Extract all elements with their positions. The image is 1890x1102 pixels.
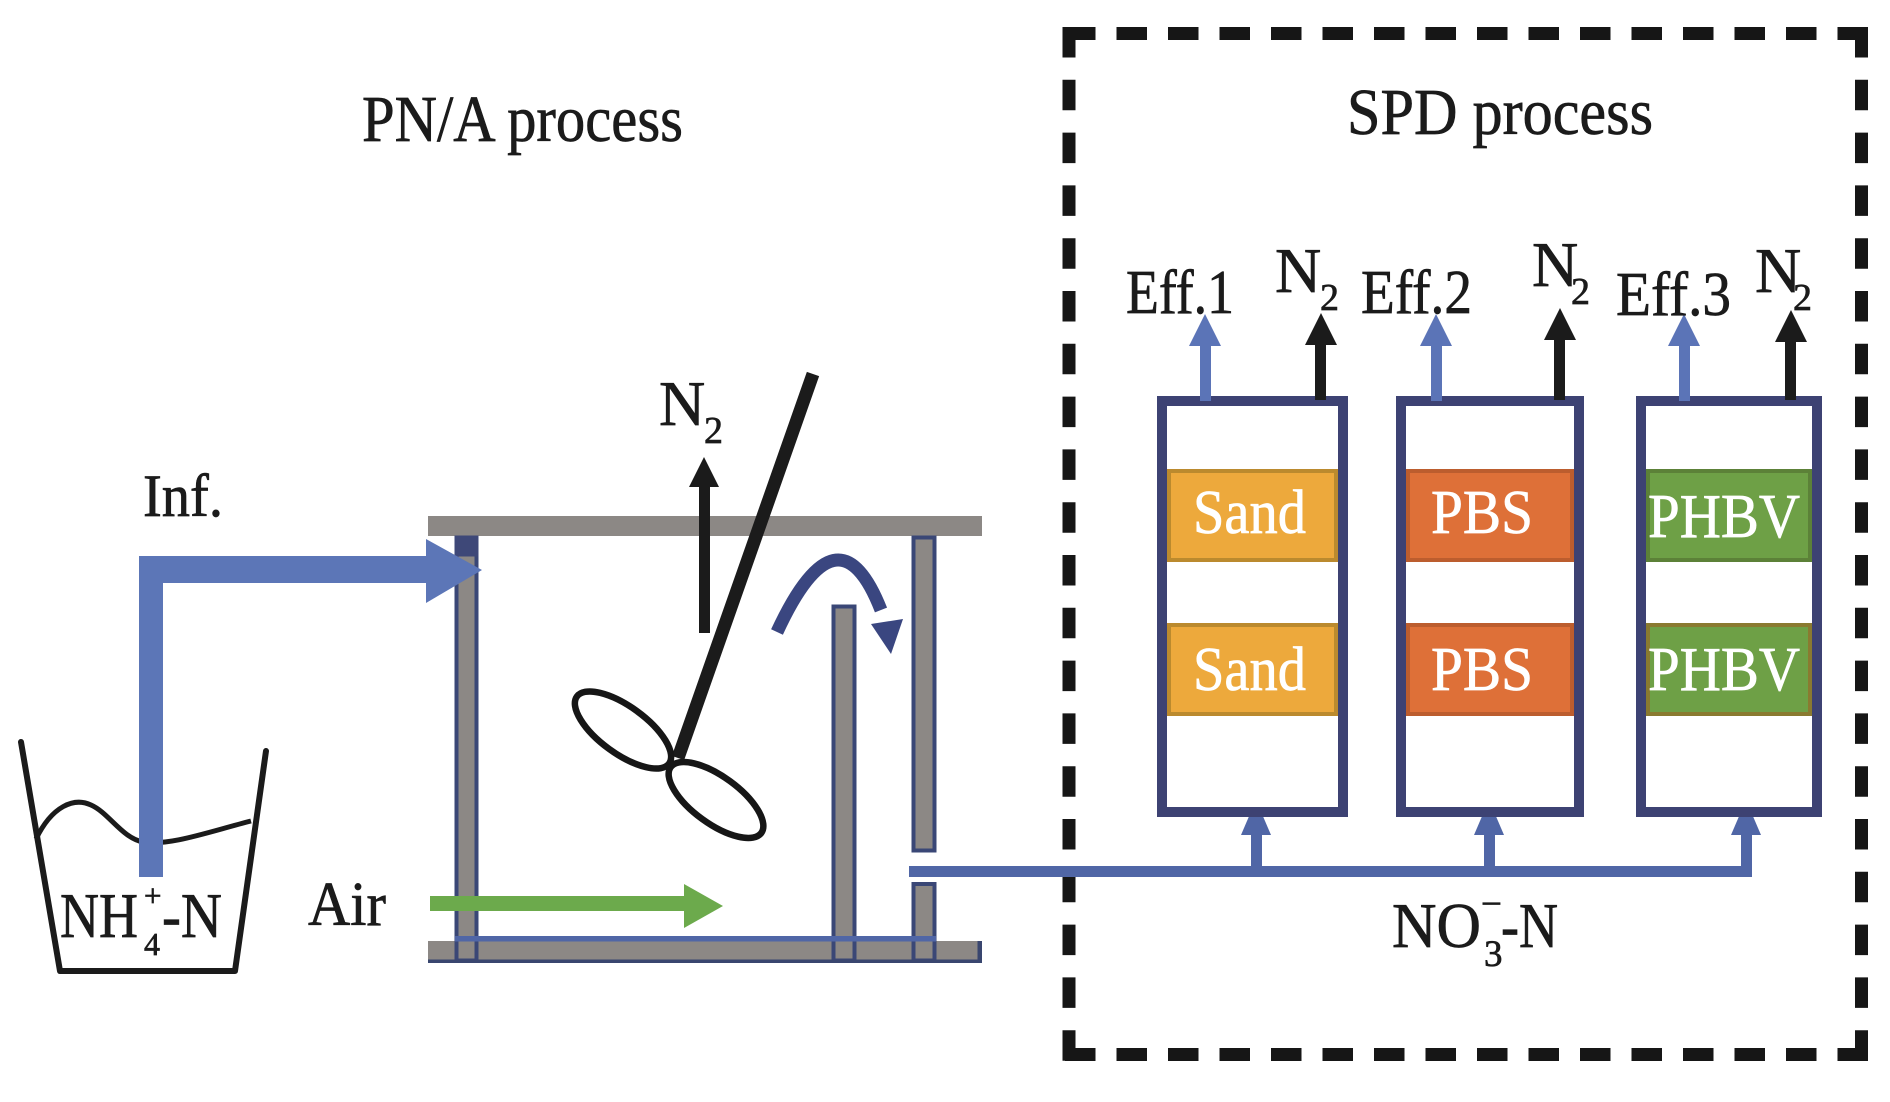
svg-text:Eff.2: Eff.2 [1361, 259, 1472, 327]
svg-text:Inf.: Inf. [143, 463, 223, 529]
svg-text:PHBV: PHBV [1648, 483, 1800, 551]
svg-text:PBS: PBS [1431, 479, 1533, 547]
svg-text:N: N [1275, 235, 1321, 306]
svg-text:N: N [1532, 229, 1578, 300]
svg-text:Air: Air [308, 871, 386, 939]
svg-text:NH: NH [60, 880, 138, 951]
svg-text:4: 4 [144, 926, 160, 962]
svg-text:+: + [144, 878, 161, 913]
svg-text:Eff.1: Eff.1 [1126, 259, 1234, 327]
svg-text:Eff.3: Eff.3 [1616, 261, 1731, 329]
svg-text:Sand: Sand [1193, 479, 1306, 547]
svg-text:-N: -N [162, 880, 222, 951]
svg-text:3: 3 [1484, 934, 1503, 975]
svg-text:PBS: PBS [1431, 636, 1533, 704]
svg-text:2: 2 [1320, 277, 1339, 319]
svg-text:PN/A process: PN/A process [362, 83, 683, 156]
svg-text:2: 2 [704, 410, 723, 452]
svg-text:Sand: Sand [1193, 636, 1306, 704]
svg-text:2: 2 [1793, 277, 1812, 319]
svg-text:PHBV: PHBV [1648, 636, 1800, 704]
svg-text:N: N [659, 368, 705, 439]
svg-text:−: − [1481, 884, 1502, 925]
svg-text:2: 2 [1571, 271, 1590, 313]
svg-text:-N: -N [1501, 891, 1558, 961]
svg-text:SPD process: SPD process [1347, 76, 1653, 149]
svg-text:NO: NO [1392, 891, 1481, 961]
svg-text:N: N [1755, 235, 1801, 306]
